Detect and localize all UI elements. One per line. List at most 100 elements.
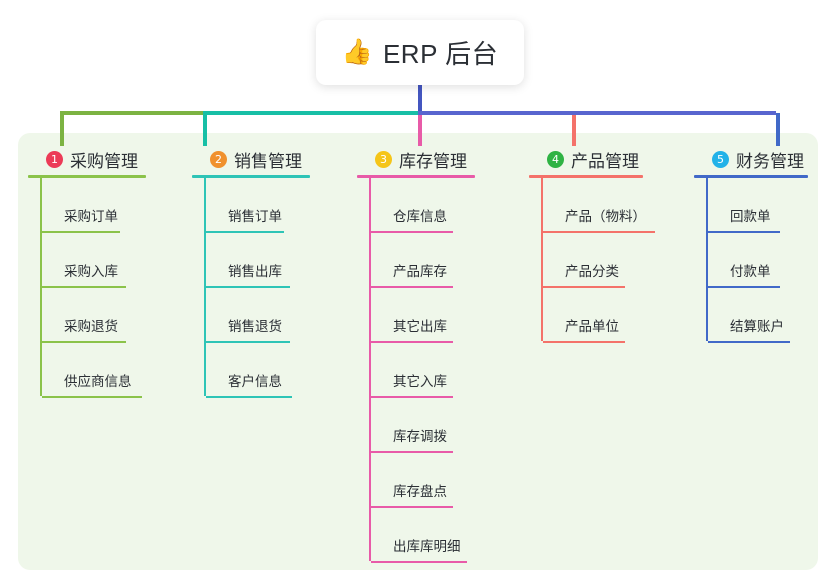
list-item[interactable]: 客户信息 <box>204 343 310 398</box>
branch-trunk-inventory <box>369 178 371 561</box>
list-item[interactable]: 其它出库 <box>369 288 475 343</box>
list-item[interactable]: 仓库信息 <box>369 178 475 233</box>
list-item-rule <box>42 231 120 233</box>
branch-badge-finance: 5 <box>712 150 729 168</box>
root-title: ERP 后台 <box>382 39 499 69</box>
list-item-label: 销售出库 <box>228 264 282 279</box>
branch-items-finance: 回款单付款单结算账户 <box>706 178 808 343</box>
list-item[interactable]: 出库库明细 <box>369 508 475 563</box>
list-item-rule <box>206 231 284 233</box>
list-item-label: 结算账户 <box>730 319 784 334</box>
list-item-rule <box>371 286 453 288</box>
list-item[interactable]: 产品库存 <box>369 233 475 288</box>
list-item[interactable]: 供应商信息 <box>40 343 146 398</box>
branch-header-product[interactable]: 4 产品管理 <box>529 146 643 172</box>
list-item-rule <box>543 286 625 288</box>
branch-finance: 5 财务管理回款单付款单结算账户 <box>694 146 808 343</box>
list-item[interactable]: 采购订单 <box>40 178 146 233</box>
branch-title-product: 产品管理 <box>571 151 639 171</box>
branch-badge-sales: 2 <box>210 150 227 168</box>
branch-drop-4 <box>572 113 576 146</box>
list-item-label: 出库库明细 <box>393 539 461 554</box>
branch-drop-2 <box>203 113 207 146</box>
list-item-label: 付款单 <box>730 264 771 279</box>
branch-header-finance[interactable]: 5 财务管理 <box>694 146 808 172</box>
list-item-label: 产品库存 <box>393 264 447 279</box>
list-item[interactable]: 产品单位 <box>541 288 643 343</box>
list-item-label: 采购退货 <box>64 319 118 334</box>
branch-items-sales: 销售订单销售出库销售退货客户信息 <box>204 178 310 398</box>
branch-items-inventory: 仓库信息产品库存其它出库其它入库库存调拨库存盘点出库库明细 <box>369 178 475 563</box>
branch-title-finance: 财务管理 <box>736 151 804 171</box>
branch-trunk-finance <box>706 178 708 341</box>
list-item-label: 客户信息 <box>228 374 282 389</box>
branch-trunk-sales <box>204 178 206 396</box>
list-item[interactable]: 库存调拨 <box>369 398 475 453</box>
list-item-label: 其它入库 <box>393 374 447 389</box>
list-item-label: 库存盘点 <box>393 484 447 499</box>
list-item-rule <box>708 286 780 288</box>
branch-badge-product: 4 <box>547 150 564 168</box>
list-item-rule <box>42 286 126 288</box>
branch-panel <box>18 133 818 570</box>
list-item-rule <box>371 451 453 453</box>
branch-header-rule-purchase <box>28 175 146 178</box>
list-item-label: 仓库信息 <box>393 209 447 224</box>
list-item-rule <box>371 396 453 398</box>
branch-items-purchase: 采购订单采购入库采购退货供应商信息 <box>40 178 146 398</box>
branch-header-rule-product <box>529 175 643 178</box>
branch-title-purchase: 采购管理 <box>70 151 138 171</box>
bus-segment-3 <box>418 111 776 115</box>
list-item[interactable]: 产品分类 <box>541 233 643 288</box>
list-item[interactable]: 采购退货 <box>40 288 146 343</box>
branch-trunk-product <box>541 178 543 341</box>
list-item[interactable]: 付款单 <box>706 233 808 288</box>
thumbs-up-icon: 👍 <box>341 38 373 66</box>
list-item[interactable]: 销售订单 <box>204 178 310 233</box>
branch-title-inventory: 库存管理 <box>399 151 467 171</box>
list-item-rule <box>371 231 453 233</box>
list-item-rule <box>371 506 453 508</box>
branch-header-rule-inventory <box>357 175 475 178</box>
list-item-rule <box>42 396 142 398</box>
list-item-rule <box>42 341 126 343</box>
list-item-label: 库存调拨 <box>393 429 447 444</box>
list-item-label: 采购订单 <box>64 209 118 224</box>
branch-header-rule-sales <box>192 175 310 178</box>
list-item[interactable]: 产品（物料） <box>541 178 655 233</box>
list-item-rule <box>708 341 790 343</box>
list-item[interactable]: 采购入库 <box>40 233 146 288</box>
list-item-label: 采购入库 <box>64 264 118 279</box>
root-node[interactable]: 👍 ERP 后台 <box>316 20 524 85</box>
root-stem-connector <box>418 85 422 113</box>
branch-purchase: 1 采购管理采购订单采购入库采购退货供应商信息 <box>28 146 146 398</box>
list-item-label: 回款单 <box>730 209 771 224</box>
branch-header-rule-finance <box>694 175 808 178</box>
branch-drop-5 <box>776 113 780 146</box>
list-item[interactable]: 销售退货 <box>204 288 310 343</box>
branch-trunk-purchase <box>40 178 42 396</box>
list-item[interactable]: 回款单 <box>706 178 808 233</box>
list-item-rule <box>543 341 625 343</box>
branch-drop-3 <box>418 113 422 146</box>
list-item-label: 产品（物料） <box>565 209 646 224</box>
list-item-label: 产品单位 <box>565 319 619 334</box>
branch-drop-1 <box>60 113 64 146</box>
bus-segment-2 <box>203 111 418 115</box>
list-item[interactable]: 其它入库 <box>369 343 475 398</box>
list-item-label: 供应商信息 <box>64 374 132 389</box>
branch-header-purchase[interactable]: 1 采购管理 <box>28 146 146 172</box>
branch-badge-purchase: 1 <box>46 150 63 168</box>
list-item-label: 产品分类 <box>565 264 619 279</box>
list-item[interactable]: 销售出库 <box>204 233 310 288</box>
list-item[interactable]: 库存盘点 <box>369 453 475 508</box>
list-item-rule <box>708 231 780 233</box>
list-item-rule <box>371 341 453 343</box>
bus-segment-1 <box>60 111 203 115</box>
list-item[interactable]: 结算账户 <box>706 288 808 343</box>
list-item-rule <box>371 561 467 563</box>
